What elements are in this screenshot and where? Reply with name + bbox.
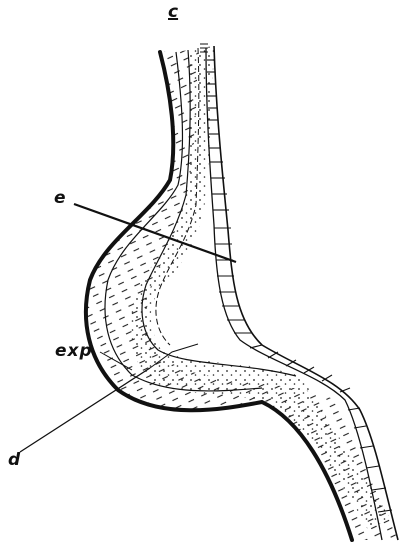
epithelium-outer-edge: [214, 46, 398, 540]
label-exp: exp: [55, 343, 93, 360]
label-e: e: [54, 190, 66, 207]
inner-stippled-layer: [130, 46, 390, 530]
label-c: c: [168, 4, 178, 21]
leader-line-d: [20, 368, 150, 452]
label-d: d: [8, 452, 20, 469]
